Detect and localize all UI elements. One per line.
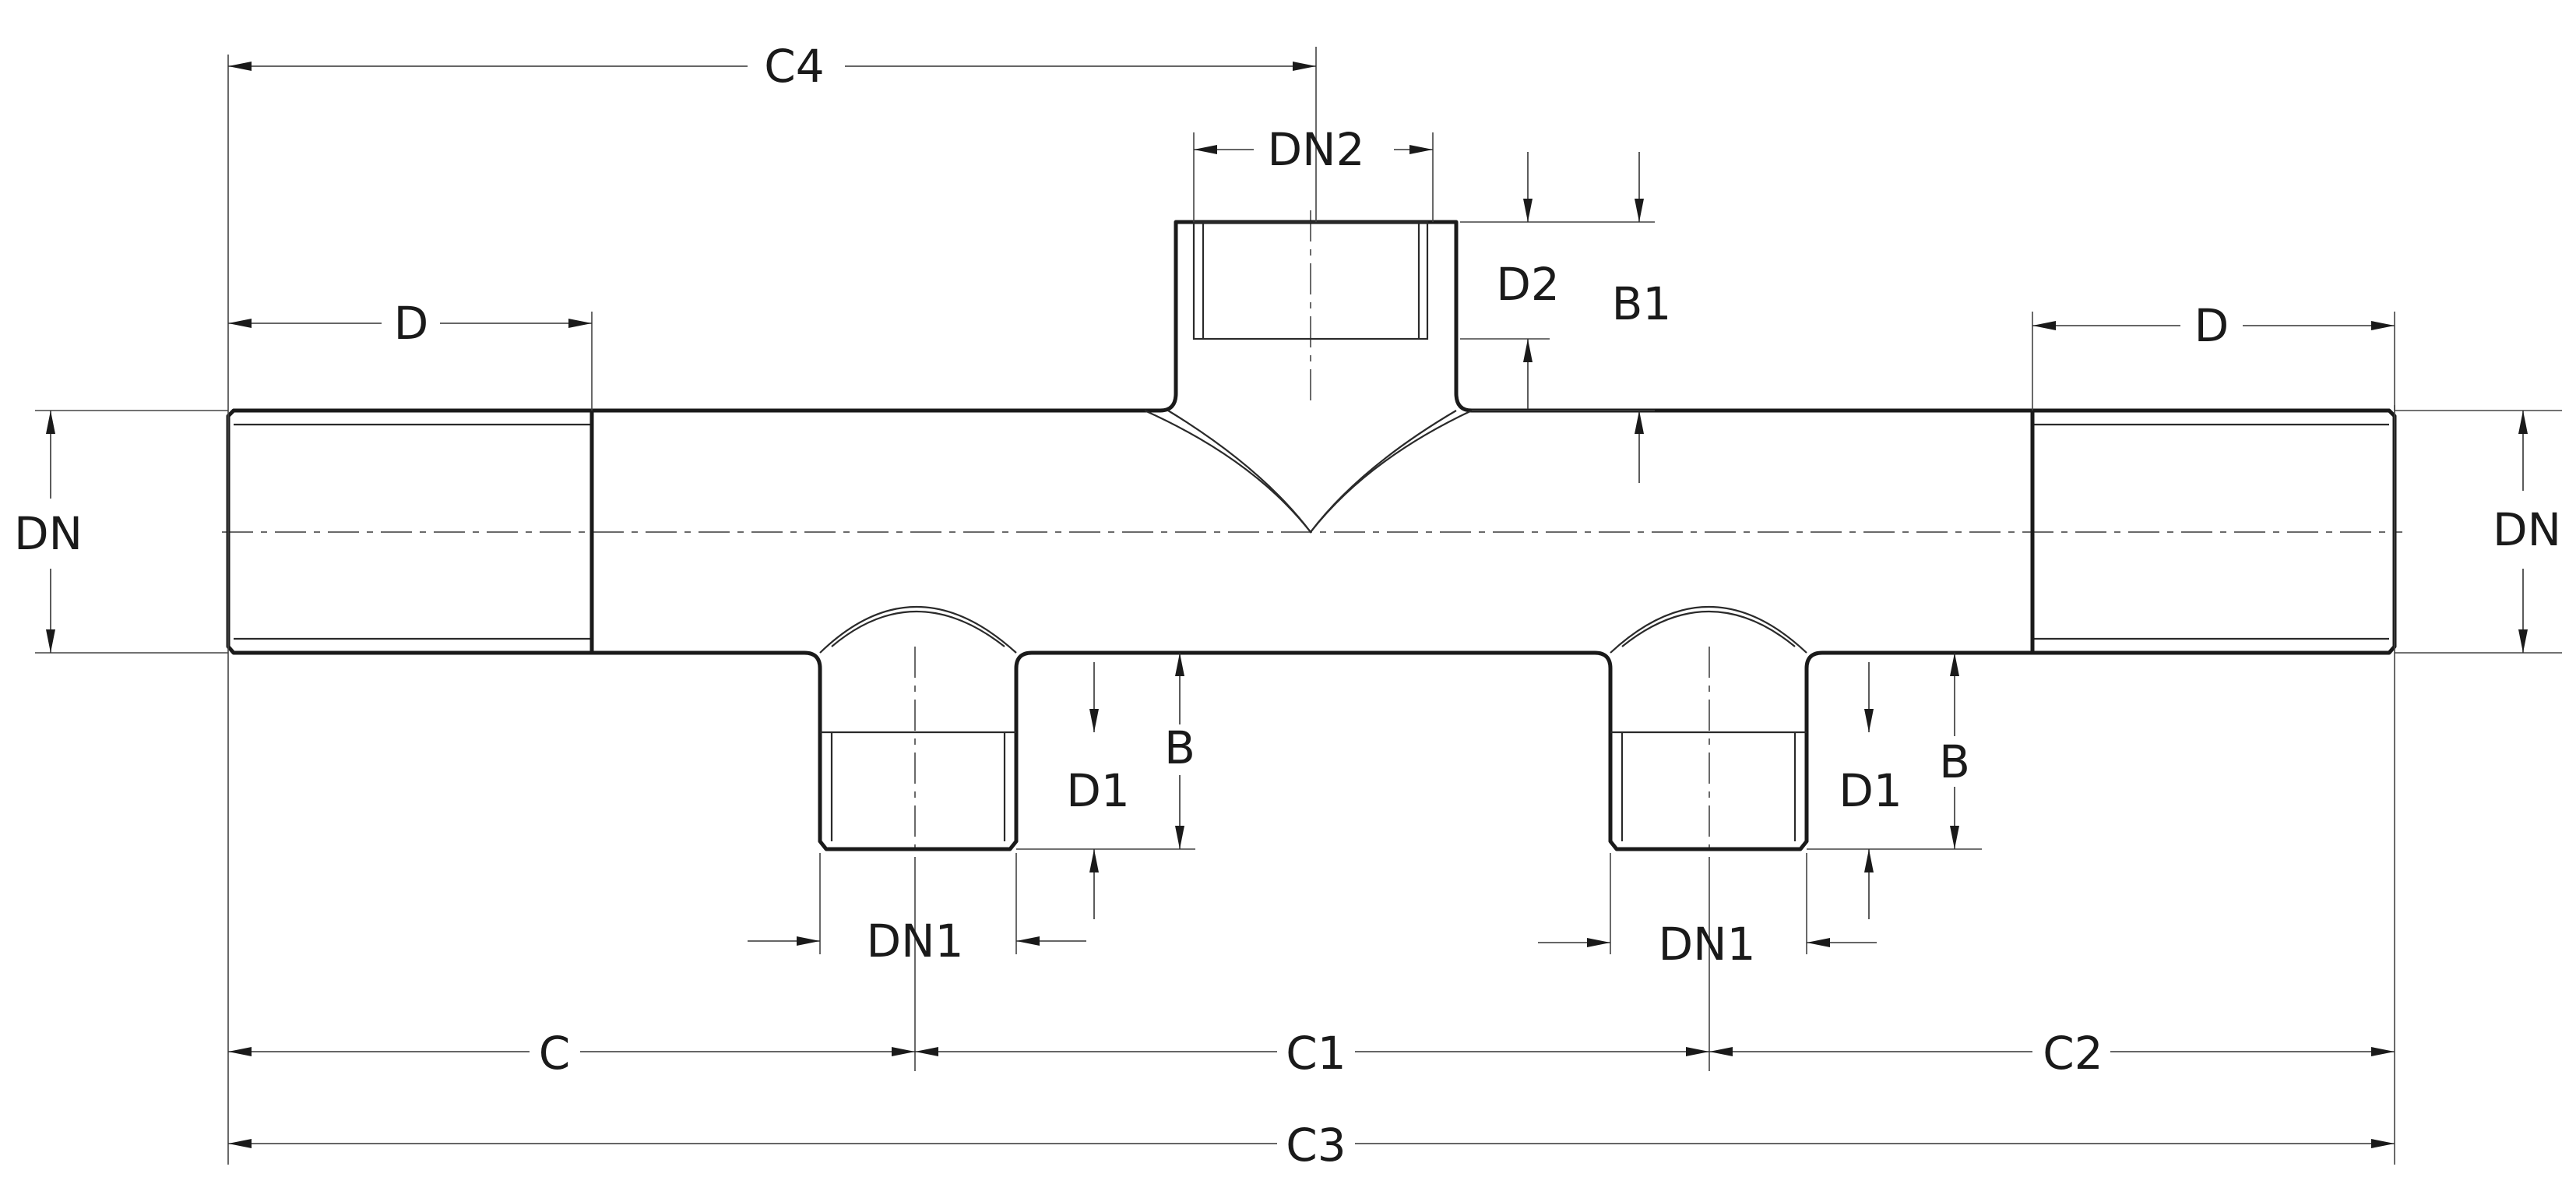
label-B1: B1 (1612, 277, 1672, 330)
label-DN1-right: DN1 (1659, 918, 1756, 971)
pipe-outline (226, 220, 2397, 851)
top-branch-intersection (1144, 409, 1473, 534)
label-C4: C4 (764, 40, 824, 93)
dimension-lines (46, 62, 2528, 1148)
label-C1: C1 (1286, 1027, 1346, 1080)
label-B-left: B (1164, 721, 1195, 774)
label-D1-right: D1 (1839, 764, 1902, 817)
label-DN1-left: DN1 (867, 915, 964, 968)
label-DN-left: DN (14, 507, 83, 560)
right-branch-intersection (1610, 605, 1807, 654)
left-branch-intersection (819, 605, 1017, 654)
label-D1-left: D1 (1066, 764, 1130, 817)
main-pipe (226, 220, 2397, 851)
right-branch-intersection-inner (1621, 611, 1796, 647)
top-branch-thread (1192, 220, 1429, 340)
top-branch-intersection-inner (1167, 410, 1457, 534)
label-D-left: D (394, 297, 429, 350)
label-DN-right: DN (2493, 503, 2561, 556)
label-C: C (539, 1027, 571, 1080)
label-D2: D2 (1496, 258, 1560, 311)
label-C2: C2 (2043, 1027, 2103, 1080)
extension-lines (35, 47, 2562, 1165)
label-C3: C3 (1286, 1119, 1346, 1172)
center-lines (222, 210, 2402, 857)
label-B-right: B (1939, 735, 1970, 788)
left-branch-intersection-inner (831, 611, 1005, 647)
dimension-labels: C4 DN2 D D DN DN D2 B1 B B D1 D1 DN1 DN1… (14, 40, 2561, 1172)
label-DN2: DN2 (1268, 123, 1365, 176)
label-D-right: D (2194, 299, 2229, 352)
